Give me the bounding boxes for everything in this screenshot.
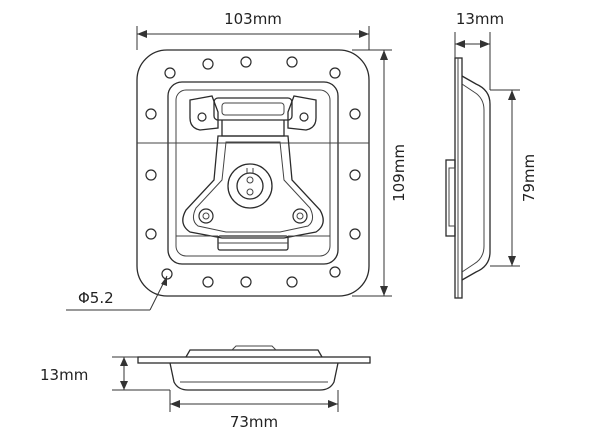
bottom-latch-bump — [185, 349, 323, 358]
dimension-side-depth: 13mm — [454, 10, 504, 90]
bottom-plate — [137, 356, 371, 364]
bottom-width-label: 73mm — [230, 413, 278, 431]
handle-bracket — [189, 95, 317, 137]
side-recess — [461, 75, 491, 281]
side-latch-profile — [445, 159, 456, 237]
front-recess-inner — [175, 89, 331, 257]
front-recess — [167, 81, 339, 265]
front-height-label: 109mm — [390, 144, 408, 202]
dimension-front-height: 109mm — [352, 49, 408, 297]
front-width-label: 103mm — [224, 10, 282, 28]
front-outer-plate — [136, 49, 370, 297]
dimension-hole-diameter: Φ5.2 — [66, 275, 168, 311]
dimension-front-width: 103mm — [136, 10, 370, 50]
dimension-bottom-depth: 13mm — [40, 356, 170, 391]
front-view — [136, 49, 370, 297]
latch-bottom-lip — [176, 235, 330, 251]
mounting-holes — [145, 56, 361, 288]
dimension-bottom-width: 73mm — [169, 390, 339, 431]
side-view — [445, 57, 491, 299]
bottom-recess — [169, 362, 339, 391]
bottom-depth-label: 13mm — [40, 366, 88, 384]
butterfly-latch — [182, 135, 324, 239]
side-height-label: 79mm — [520, 154, 538, 202]
bottom-view — [137, 345, 371, 391]
side-depth-label: 13mm — [456, 10, 504, 28]
hole-diameter-label: Φ5.2 — [78, 289, 114, 307]
dimension-side-height: 79mm — [490, 89, 538, 267]
